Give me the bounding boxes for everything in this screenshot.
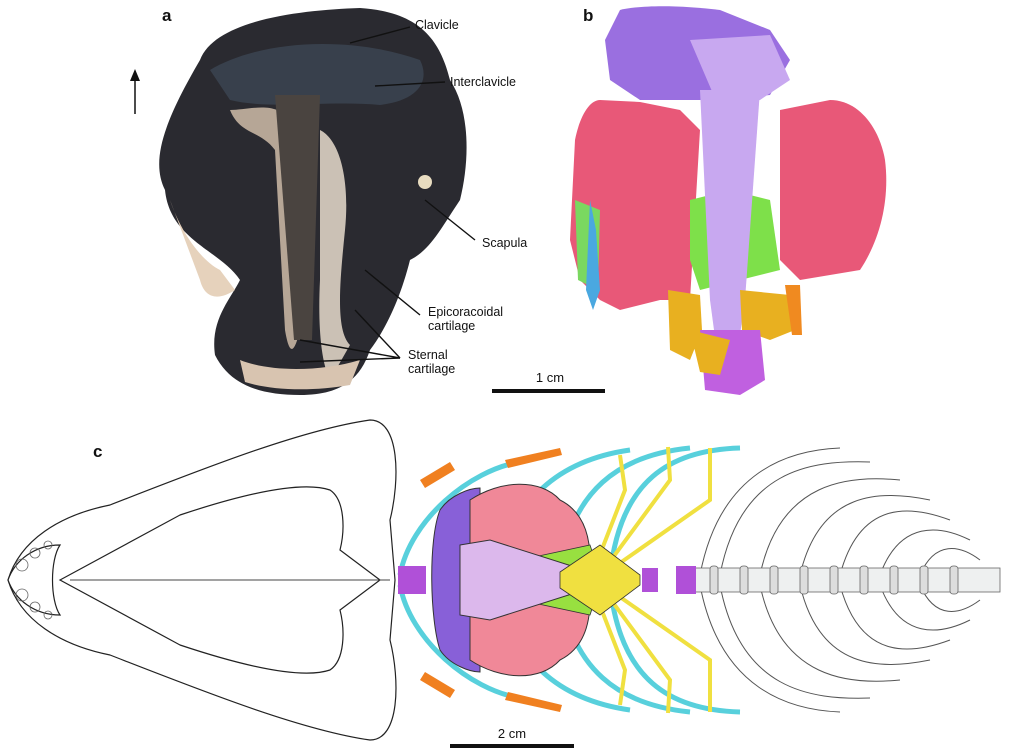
- panel-label-b: b: [583, 6, 594, 25]
- annotation-clavicle: Clavicle: [415, 18, 459, 32]
- annotation-interclavicle: Interclavicle: [450, 75, 516, 89]
- skull-drawing: [7, 419, 397, 741]
- scalebar-2cm-label: 2 cm: [497, 726, 527, 741]
- annotation-scapula: Scapula: [482, 236, 528, 250]
- annotation-epicoracoidal-cartilage: Epicoracoidal cartilage: [428, 305, 504, 333]
- ribcage-drawing: [397, 445, 1001, 715]
- leader-lines: [299, 26, 476, 363]
- fossil-photo: [159, 8, 467, 395]
- dentition-dots: [15, 540, 53, 620]
- scalebar-1cm-label: 1 cm: [535, 370, 565, 385]
- panel-label-c: c: [93, 442, 103, 461]
- up-arrow-icon: [130, 69, 140, 114]
- segmentation-render: [570, 6, 887, 395]
- panel-label-a: a: [162, 6, 172, 25]
- annotation-sternal-cartilage: Sternal cartilage: [408, 348, 456, 376]
